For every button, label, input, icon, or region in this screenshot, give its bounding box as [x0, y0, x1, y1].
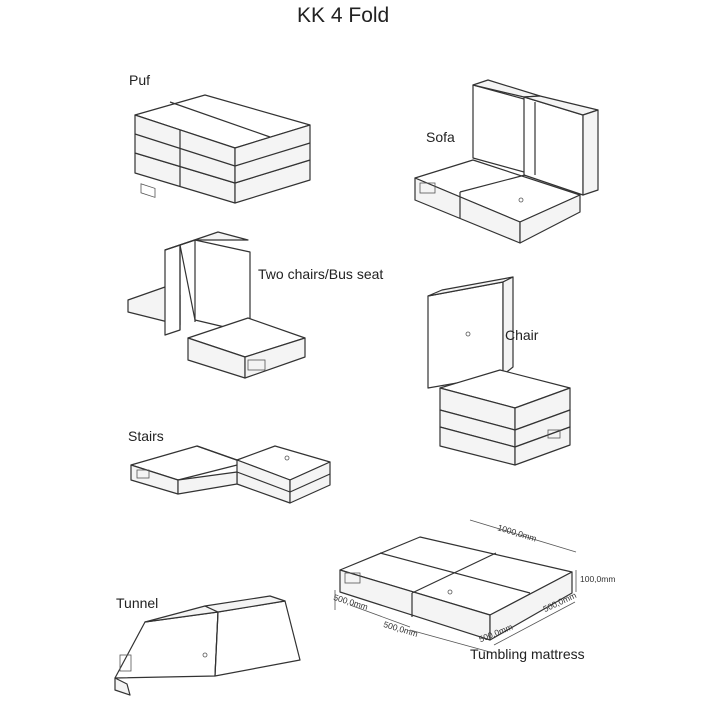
puf-illustration [134, 94, 311, 204]
label-puf: Puf [129, 72, 151, 88]
stairs-illustration [130, 445, 331, 504]
label-two-chairs: Two chairs/Bus seat [258, 266, 384, 282]
label-tumbling-mattress: Tumbling mattress [470, 646, 585, 662]
tunnel-illustration [114, 595, 301, 696]
label-chair: Chair [505, 327, 539, 343]
page-title: KK 4 Fold [297, 4, 390, 27]
dimension-height: 100,0mm [580, 574, 616, 584]
chair-illustration [427, 276, 571, 466]
sofa-illustration [414, 79, 599, 244]
label-stairs: Stairs [128, 428, 164, 444]
tumbling-mattress-illustration [334, 519, 577, 653]
label-tunnel: Tunnel [116, 595, 159, 611]
label-sofa: Sofa [426, 129, 455, 145]
two-chairs-illustration [127, 231, 306, 379]
